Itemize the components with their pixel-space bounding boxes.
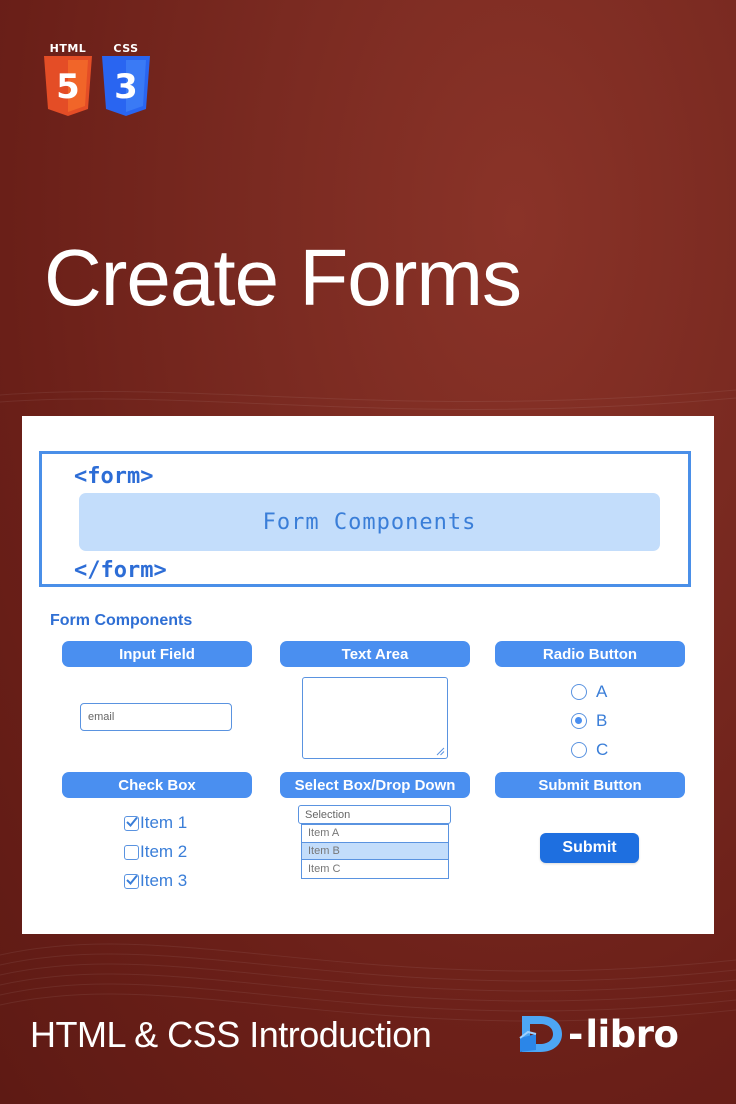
email-input[interactable]: email — [80, 703, 232, 731]
checkbox-empty-icon[interactable] — [124, 844, 139, 860]
course-title: HTML & CSS Introduction — [30, 1014, 432, 1055]
dlibro-d-book-icon — [519, 1016, 562, 1052]
checkbox-label: Item 1 — [140, 813, 188, 832]
html5-shield-icon: 5 — [44, 56, 92, 116]
dropdown-options-list: Item A Item B Item C — [301, 824, 449, 879]
checkbox-item-2[interactable]: Item 2 — [124, 842, 187, 862]
form-tag-diagram: <form> Form Components </form> — [39, 451, 691, 587]
checkbox-checked-icon[interactable] — [124, 873, 139, 889]
css3-badge: CSS 3 — [100, 42, 152, 116]
radio-option-a[interactable]: A — [571, 682, 607, 702]
resize-grip-icon[interactable] — [436, 747, 445, 756]
form-components-bar: Form Components — [79, 493, 660, 551]
radio-label: B — [596, 711, 608, 730]
form-open-tag: <form> — [74, 464, 154, 489]
submit-button[interactable]: Submit — [540, 833, 639, 863]
checkbox-label: Item 2 — [140, 842, 188, 861]
sample-textarea[interactable] — [302, 677, 448, 759]
radio-label: C — [596, 740, 609, 759]
html5-number: 5 — [56, 67, 80, 107]
radio-option-b[interactable]: B — [571, 711, 607, 731]
html-badge-label: HTML — [49, 42, 87, 55]
form-close-tag: </form> — [74, 558, 167, 583]
radio-option-c[interactable]: C — [571, 740, 608, 760]
check-box-pill: Check Box — [62, 772, 252, 798]
section-title: Form Components — [50, 612, 193, 629]
radio-circle-icon[interactable] — [571, 684, 587, 700]
radio-selected-icon[interactable] — [571, 713, 587, 729]
input-field-pill: Input Field — [62, 641, 252, 667]
css-badge-label: CSS — [113, 42, 139, 55]
radio-button-pill: Radio Button — [495, 641, 685, 667]
select-box[interactable]: Selection — [298, 805, 451, 824]
checkbox-checked-icon[interactable] — [124, 815, 139, 831]
dropdown-option-highlighted[interactable]: Item B — [302, 842, 448, 860]
css3-shield-icon: 3 — [102, 56, 150, 116]
page-title: Create Forms — [44, 233, 522, 322]
text-area-pill: Text Area — [280, 641, 470, 667]
dropdown-option[interactable]: Item A — [302, 825, 448, 843]
radio-label: A — [596, 682, 608, 701]
checkbox-item-1[interactable]: Item 1 — [124, 813, 187, 833]
html5-badge: HTML 5 — [42, 42, 94, 116]
submit-button-pill: Submit Button — [495, 772, 685, 798]
radio-circle-icon[interactable] — [571, 742, 587, 758]
dlibro-logo: - libro — [518, 1012, 679, 1056]
checkbox-label: Item 3 — [140, 871, 188, 890]
dropdown-option[interactable]: Item C — [308, 862, 341, 875]
brand-name: libro — [585, 1012, 679, 1056]
css3-number: 3 — [114, 67, 138, 107]
form-components-card: <form> Form Components </form> Form Comp… — [22, 416, 714, 934]
select-box-pill: Select Box/Drop Down — [280, 772, 470, 798]
checkbox-item-3[interactable]: Item 3 — [124, 871, 187, 891]
